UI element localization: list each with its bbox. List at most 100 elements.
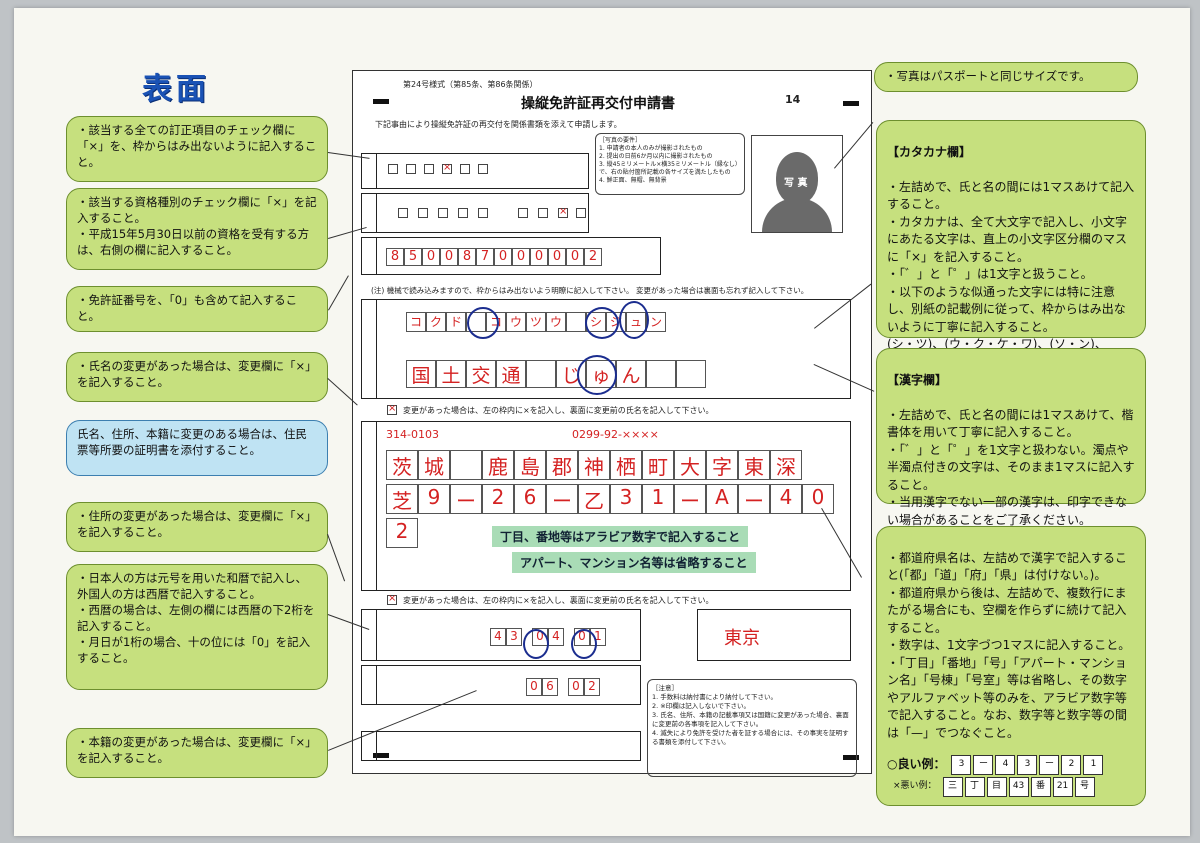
checkbox[interactable] (518, 208, 528, 218)
date-cell[interactable]: 2 (584, 678, 600, 696)
section-honseki: 東京 (697, 609, 851, 661)
date-cell[interactable]: 6 (542, 678, 558, 696)
address-cell[interactable]: 神 (578, 450, 610, 480)
photo-label: 写 真 (784, 178, 808, 189)
digit-cell[interactable]: 0 (494, 248, 512, 266)
address-change-checkbox[interactable] (387, 593, 397, 605)
kanji-cell[interactable]: 国 (406, 360, 436, 388)
kana-cell[interactable]: コ (406, 312, 426, 332)
address-cell[interactable]: ー (450, 484, 482, 514)
address-cell[interactable]: 4 (770, 484, 802, 514)
address-cell[interactable]: 鹿 (482, 450, 514, 480)
address-cell[interactable]: ー (546, 484, 578, 514)
address-cell[interactable]: 3 (610, 484, 642, 514)
address-cell[interactable]: 東 (738, 450, 770, 480)
address-cell[interactable]: 栖 (610, 450, 642, 480)
photo-silhouette-head (776, 152, 818, 204)
digit-cell[interactable]: 0 (530, 248, 548, 266)
address-cell[interactable]: 字 (706, 450, 738, 480)
kanji-cell[interactable]: 交 (466, 360, 496, 388)
kanji-cell[interactable]: 通 (496, 360, 526, 388)
address-cell[interactable]: 芝 (386, 484, 418, 514)
section-label (362, 666, 377, 704)
birth-cell[interactable]: 4 (490, 628, 506, 646)
address-cell[interactable]: 1 (642, 484, 674, 514)
date-cell[interactable]: 0 (568, 678, 584, 696)
checkbox-checked[interactable] (558, 206, 568, 218)
address-cell[interactable]: 2 (386, 518, 418, 548)
address-cell[interactable]: 乙 (578, 484, 610, 514)
checkbox[interactable] (460, 164, 470, 174)
address-cell[interactable]: 茨 (386, 450, 418, 480)
kana-cell[interactable]: ツ (526, 312, 546, 332)
circle-annotation (571, 629, 597, 659)
name-change-checkbox[interactable] (387, 403, 397, 415)
checkbox[interactable] (406, 164, 416, 174)
address-cell[interactable]: 郡 (546, 450, 578, 480)
kanji-text: ・左詰めで、氏と名の間には1マスあけて、楷書体を用いて丁寧に記入すること。 ・「… (887, 407, 1135, 527)
checkbox[interactable] (388, 164, 398, 174)
checkbox[interactable] (398, 208, 408, 218)
digit-cell[interactable]: 8 (386, 248, 404, 266)
digit-cell[interactable]: 0 (422, 248, 440, 266)
kana-cell[interactable]: ウ (546, 312, 566, 332)
note-kanji: 【漢字欄】 ・左詰めで、氏と名の間には1マスあけて、楷書体を用いて丁寧に記入する… (876, 348, 1146, 527)
circle-annotation (523, 629, 549, 659)
checkbox[interactable] (576, 208, 586, 218)
digit-cell[interactable]: 0 (440, 248, 458, 266)
checkbox[interactable] (424, 164, 434, 174)
kanji-cell[interactable]: ん (616, 360, 646, 388)
address-cell[interactable]: 2 (482, 484, 514, 514)
date-cell[interactable]: 0 (526, 678, 542, 696)
address-cell[interactable]: 島 (514, 450, 546, 480)
address-cell[interactable]: 0 (802, 484, 834, 514)
note-correction-items: ・該当する全ての訂正項目のチェック欄に「×」を、枠からはみ出ないように記入するこ… (66, 116, 328, 182)
checkbox-checked[interactable] (442, 162, 452, 174)
application-form: 第24号様式（第85条、第86条関係） 操縦免許証再交付申請書 14 下記事由に… (352, 70, 872, 777)
address-cell[interactable]: A (706, 484, 738, 514)
address-cell[interactable]: 大 (674, 450, 706, 480)
digit-cell[interactable]: 2 (584, 248, 602, 266)
address-cell[interactable]: ー (738, 484, 770, 514)
address-cell[interactable] (450, 450, 482, 480)
digit-cell[interactable]: 8 (458, 248, 476, 266)
kanji-cell[interactable]: 土 (436, 360, 466, 388)
kana-cell[interactable]: ク (426, 312, 446, 332)
checkbox[interactable] (438, 208, 448, 218)
digit-cell[interactable]: 7 (476, 248, 494, 266)
kanji-cell-empty[interactable] (676, 360, 706, 388)
checkbox[interactable] (458, 208, 468, 218)
machine-note: (注) 機械で読み込みますので、枠からはみ出ないよう明瞭に記入して下さい。 変更… (371, 286, 809, 295)
digit-cell[interactable]: 0 (512, 248, 530, 266)
address-cell[interactable]: 城 (418, 450, 450, 480)
kana-cell[interactable]: ウ (506, 312, 526, 332)
address-cell[interactable]: 町 (642, 450, 674, 480)
circle-annotation (467, 307, 499, 339)
digit-cell[interactable]: 0 (566, 248, 584, 266)
kanji-cell[interactable] (526, 360, 556, 388)
kanji-cell-empty[interactable] (646, 360, 676, 388)
bad-cell: 目 (986, 777, 1007, 797)
good-cell: 3 (1017, 755, 1038, 775)
good-example-label: ○良い例： (887, 757, 946, 771)
checkbox[interactable] (478, 208, 488, 218)
address-cell[interactable]: 深 (770, 450, 802, 480)
note-katakana: 【カタカナ欄】 ・左詰めで、氏と名の間には1マスあけて記入すること。 ・カタカナ… (876, 120, 1146, 369)
form-number: 第24号様式（第85条、第86条関係） (403, 80, 538, 89)
kana-cell[interactable]: ン (646, 312, 666, 332)
address-cell[interactable]: 6 (514, 484, 546, 514)
birth-cell[interactable]: 3 (506, 628, 522, 646)
address-cell[interactable]: 9 (418, 484, 450, 514)
note-name-change: ・氏名の変更があった場合は、変更欄に「×」を記入すること。 (66, 352, 328, 402)
digit-cell[interactable]: 0 (548, 248, 566, 266)
checkbox[interactable] (418, 208, 428, 218)
kana-cell[interactable] (566, 312, 586, 332)
address-cell[interactable]: ー (674, 484, 706, 514)
birth-cell[interactable]: 4 (548, 628, 564, 646)
kana-cell[interactable]: ド (446, 312, 466, 332)
phone-number: 0299-92-×××× (572, 428, 659, 441)
checkbox[interactable] (538, 208, 548, 218)
note-numbers-arabic: 丁目、番地等はアラビア数字で記入すること (492, 526, 749, 547)
checkbox[interactable] (478, 164, 488, 174)
digit-cell[interactable]: 5 (404, 248, 422, 266)
